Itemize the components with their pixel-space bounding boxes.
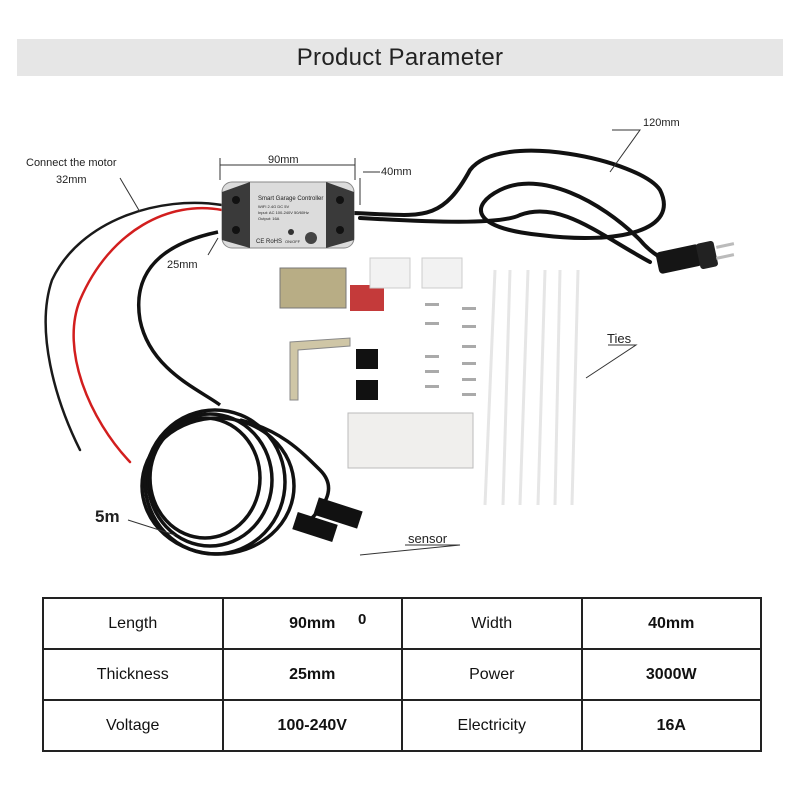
cable-5m-label: 5m (95, 507, 120, 526)
device-label-3: Input: AC 100-240V 50/60Hz (258, 210, 309, 215)
dim-25mm-label: 25mm (167, 259, 198, 271)
spec-value: 3000W (580, 648, 762, 701)
spec-key: Length (42, 597, 224, 650)
spec-value: 100-240V (221, 699, 403, 752)
spec-key: Voltage (42, 699, 224, 752)
table-row: Voltage 100-240V Electricity 16A (42, 699, 762, 752)
sensor-label: sensor (408, 531, 448, 546)
spec-value: 25mm (221, 648, 403, 701)
dim-40mm-label: 40mm (381, 166, 412, 178)
dimension-lines (119, 129, 641, 556)
connect-motor-label: Connect the motor (26, 157, 117, 169)
dim-32mm-label: 32mm (56, 174, 87, 186)
dim-120mm-label: 120mm (643, 117, 680, 129)
table-row: Length 90mm Width 40mm (42, 597, 762, 650)
power-plug (655, 240, 735, 274)
spec-key: Power (401, 648, 583, 701)
device-onoff-label: ON/OFF (285, 239, 301, 244)
sensor-cable (136, 230, 331, 556)
stray-mark: 0 (358, 611, 367, 628)
wifi-icon (305, 232, 317, 244)
spec-value: 40mm (580, 597, 762, 650)
cable-ties (483, 269, 580, 506)
dim-90mm-label: 90mm (268, 154, 299, 166)
spec-key: Width (401, 597, 583, 650)
title-banner: Product Parameter (17, 39, 783, 76)
page-title: Product Parameter (296, 43, 504, 71)
spec-key: Electricity (401, 699, 583, 752)
magnetic-sensor (292, 497, 363, 543)
accessories (279, 257, 476, 469)
motor-wires (44, 201, 224, 464)
device-ce-mark: CE RoHS (256, 239, 282, 245)
spec-table: Length 90mm Width 40mm Thickness 25mm Po… (42, 597, 762, 752)
device-label-4: Output: 16A (258, 216, 280, 221)
device-label-2: WIFI 2.4G DC 5V (258, 204, 289, 209)
spec-value: 16A (580, 699, 762, 752)
power-cable (350, 148, 672, 264)
product-photo: Smart Garage Controller WIFI 2.4G DC 5V … (26, 117, 735, 556)
spec-key: Thickness (42, 648, 224, 701)
controller-device: Smart Garage Controller WIFI 2.4G DC 5V … (221, 181, 355, 249)
table-row: Thickness 25mm Power 3000W (42, 648, 762, 701)
ties-label: Ties (607, 331, 632, 346)
spec-value: 90mm (221, 597, 403, 650)
device-label-1: Smart Garage Controller (258, 196, 323, 202)
